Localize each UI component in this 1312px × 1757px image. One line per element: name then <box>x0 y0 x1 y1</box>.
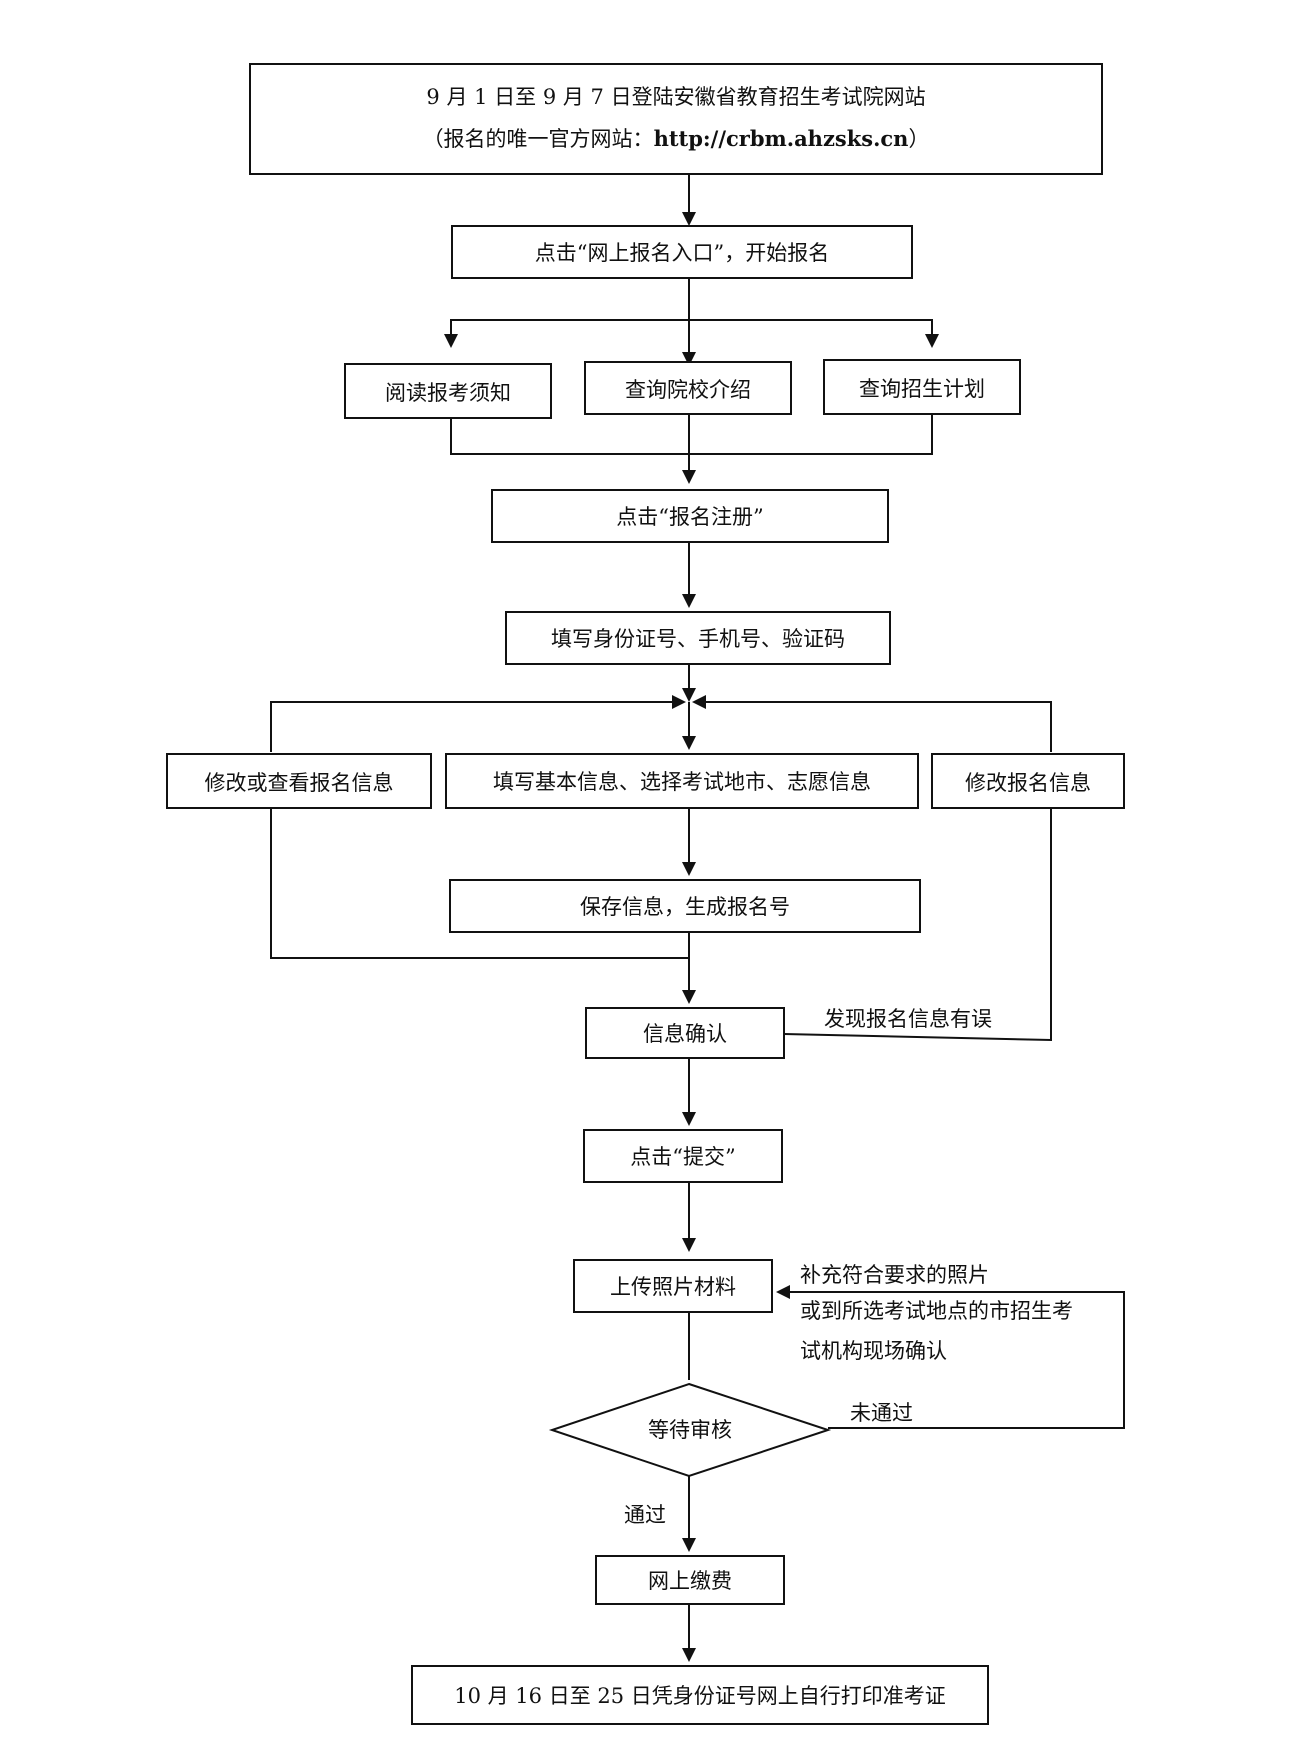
node-confirm-info: 信息确认 <box>585 1007 785 1059</box>
svg-text:点击“提交”: 点击“提交” <box>630 1145 735 1169</box>
svg-text:查询院校介绍: 查询院校介绍 <box>625 378 751 402</box>
svg-text:查询招生计划: 查询招生计划 <box>859 377 985 401</box>
svg-text:等待审核: 等待审核 <box>648 1418 732 1442</box>
connectors <box>270 174 1125 1648</box>
svg-text:10 月 16 日至 25 日凭身份证号网上自行打印准考证: 10 月 16 日至 25 日凭身份证号网上自行打印准考证 <box>454 1684 946 1708</box>
svg-text:修改报名信息: 修改报名信息 <box>965 771 1091 795</box>
node-save-info: 保存信息，生成报名号 <box>449 879 921 933</box>
svg-text:填写身份证号、手机号、验证码: 填写身份证号、手机号、验证码 <box>551 627 845 651</box>
svg-text:保存信息，生成报名号: 保存信息，生成报名号 <box>580 895 790 919</box>
svg-text:点击“报名注册”: 点击“报名注册” <box>616 505 763 529</box>
label-supplement-line2: 或到所选考试地点的市招生考 <box>800 1299 1073 1323</box>
arrowhead <box>682 1648 696 1662</box>
svg-text:修改或查看报名信息: 修改或查看报名信息 <box>205 771 394 795</box>
arrowhead <box>682 352 696 366</box>
node-start-line2: （报名的唯一官方网站：http://crbm.ahzsks.cn） <box>423 126 930 151</box>
arrowhead <box>682 1238 696 1252</box>
label-supplement-line1: 补充符合要求的照片 <box>800 1263 989 1287</box>
arrowhead <box>672 695 686 709</box>
arrowhead <box>682 736 696 750</box>
node-wait-review: 等待审核 <box>548 1382 832 1478</box>
node-pay-online: 网上缴费 <box>595 1555 785 1605</box>
arrowhead <box>682 990 696 1004</box>
svg-text:网上缴费: 网上缴费 <box>648 1569 732 1593</box>
arrowhead <box>925 334 939 348</box>
label-info-error: 发现报名信息有误 <box>824 1007 992 1031</box>
node-query-plan: 查询招生计划 <box>823 359 1021 415</box>
node-read-notice: 阅读报考须知 <box>344 363 552 419</box>
svg-text:信息确认: 信息确认 <box>643 1022 727 1046</box>
arrowhead <box>682 688 696 702</box>
svg-text:点击“网上报名入口”，开始报名: 点击“网上报名入口”，开始报名 <box>535 241 829 265</box>
label-passed: 通过 <box>624 1503 666 1527</box>
svg-text:上传照片材料: 上传照片材料 <box>610 1275 736 1299</box>
node-modify-info: 修改报名信息 <box>931 753 1125 809</box>
svg-text:阅读报考须知: 阅读报考须知 <box>385 381 511 405</box>
label-not-passed: 未通过 <box>850 1401 913 1425</box>
node-modify-view: 修改或查看报名信息 <box>166 753 432 809</box>
node-print-ticket: 10 月 16 日至 25 日凭身份证号网上自行打印准考证 <box>411 1665 989 1725</box>
arrowhead <box>682 470 696 484</box>
svg-text:填写基本信息、选择考试地市、志愿信息: 填写基本信息、选择考试地市、志愿信息 <box>493 770 871 794</box>
arrowhead <box>692 695 706 709</box>
node-fill-basic: 填写基本信息、选择考试地市、志愿信息 <box>445 753 919 809</box>
node-click-submit: 点击“提交” <box>583 1129 783 1183</box>
node-click-register: 点击“报名注册” <box>491 489 889 543</box>
arrowhead <box>682 1112 696 1126</box>
node-start-line1: 9 月 1 日至 9 月 7 日登陆安徽省教育招生考试院网站 <box>426 85 925 109</box>
arrowhead <box>444 334 458 348</box>
node-fill-id: 填写身份证号、手机号、验证码 <box>505 611 891 665</box>
arrowheads <box>444 212 939 1662</box>
arrowhead <box>776 1285 790 1299</box>
node-click-entry: 点击“网上报名入口”，开始报名 <box>451 225 913 279</box>
label-supplement-line3: 试机构现场确认 <box>800 1339 947 1363</box>
arrowhead <box>682 212 696 226</box>
node-upload-photo: 上传照片材料 <box>573 1259 773 1313</box>
node-query-school: 查询院校介绍 <box>584 361 792 415</box>
node-start: 9 月 1 日至 9 月 7 日登陆安徽省教育招生考试院网站 （报名的唯一官方网… <box>249 63 1103 175</box>
arrowhead <box>682 1538 696 1552</box>
arrowhead <box>682 862 696 876</box>
arrowhead <box>682 594 696 608</box>
